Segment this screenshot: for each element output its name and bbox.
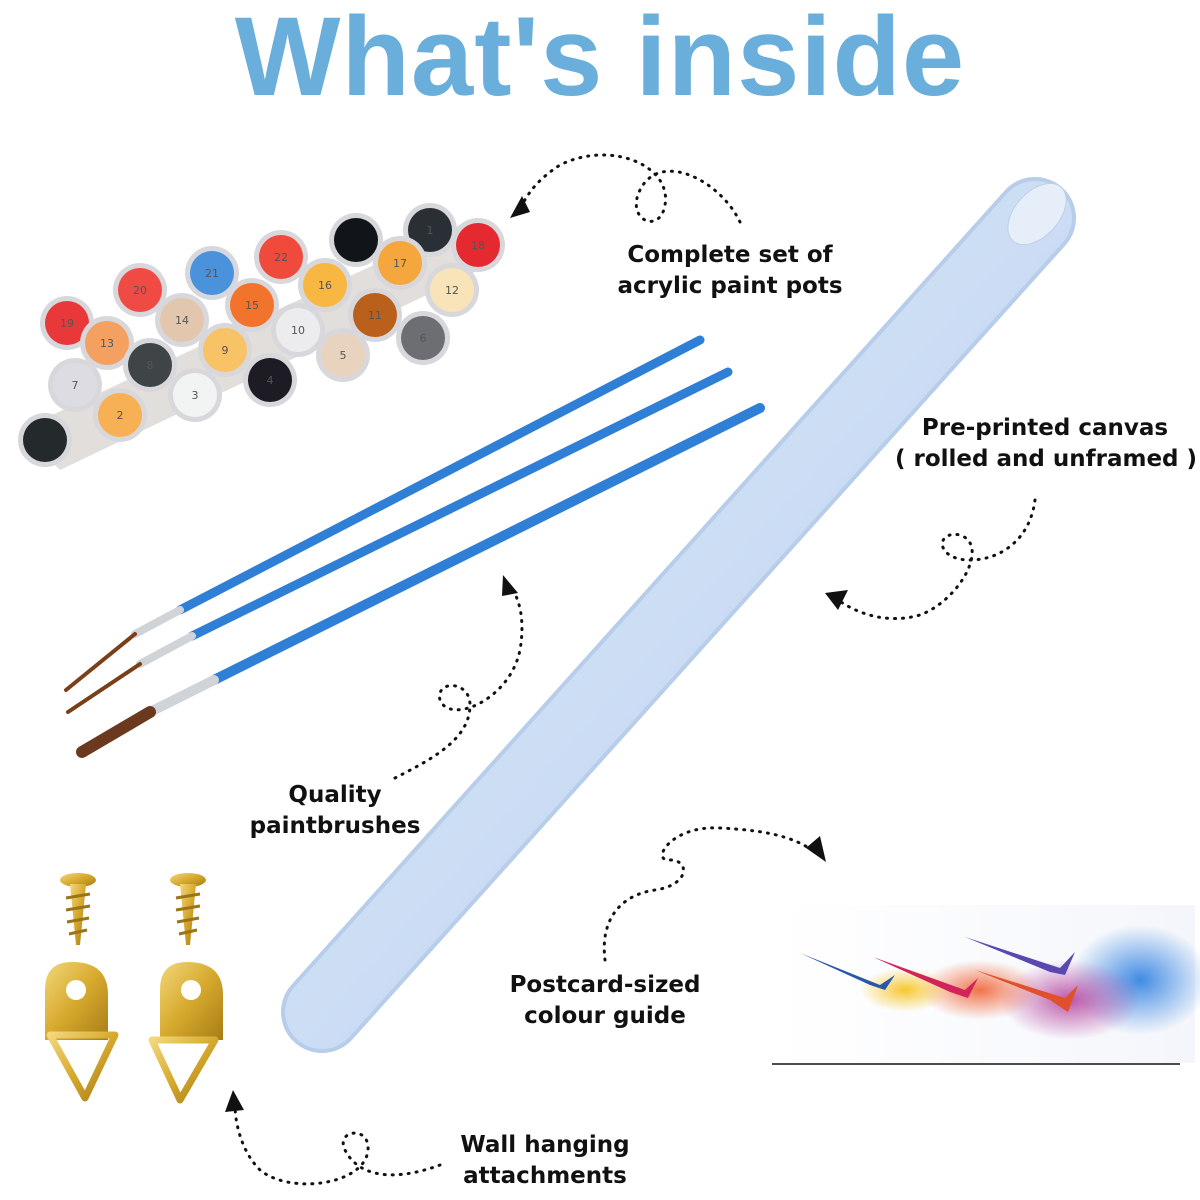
paintbrush-2 (66, 367, 733, 714)
paint-pot-color (408, 208, 452, 252)
paint-pot-number: 17 (393, 257, 407, 270)
arrowhead-icon (825, 590, 848, 610)
paint-pot-number: 7 (72, 379, 79, 392)
label-line: attachments (463, 1163, 627, 1189)
paint-pot-number: 8 (147, 359, 154, 372)
paint-pot-color (128, 343, 172, 387)
dotted-arrow-brushes (393, 583, 524, 780)
paint-pot-color (98, 393, 142, 437)
paint-pot-color (259, 235, 303, 279)
screw-1 (60, 873, 96, 945)
paint-pot-color (321, 333, 365, 377)
paint-pot-color (45, 301, 89, 345)
page-title: What's inside (234, 0, 966, 119)
paint-pot-number: 14 (175, 314, 189, 327)
paint-pot-number: 6 (420, 332, 427, 345)
paint-pot-color (378, 241, 422, 285)
paint-pot-number: 3 (192, 389, 199, 402)
label-line: ( rolled and unframed ) (895, 446, 1198, 472)
arrowhead-icon (510, 196, 530, 218)
paint-pot-number: 1 (427, 224, 434, 237)
paint-pot-number: 11 (368, 309, 382, 322)
paintbrushes (64, 335, 765, 758)
paint-pot-number: 2 (117, 409, 124, 422)
paint-pot-color (118, 268, 162, 312)
label-line: Pre-printed canvas (921, 415, 1169, 441)
paint-pot-number: 18 (471, 239, 485, 252)
wall-hanging-hardware (45, 873, 223, 1104)
label-line: acrylic paint pots (617, 273, 843, 299)
paint-pot-number: 15 (245, 299, 259, 312)
d-ring-hanger-1 (45, 962, 119, 1102)
paint-pot-color (248, 358, 292, 402)
arrowhead-icon (225, 1090, 244, 1112)
colour-guide-postcard (772, 905, 1200, 1065)
label-line: colour guide (524, 1003, 686, 1029)
d-ring-hanger-2 (148, 962, 223, 1104)
paint-pot-number: 19 (60, 317, 74, 330)
label-line: paintbrushes (249, 813, 421, 839)
paint-pot-color (456, 223, 500, 267)
paint-pot-number: 9 (222, 344, 229, 357)
paint-pot-color (53, 363, 97, 407)
paint-pot-color (203, 328, 247, 372)
paint-pot-color (276, 308, 320, 352)
label-line: Wall hanging (460, 1132, 630, 1158)
paint-pot-color (160, 298, 204, 342)
label-hanging: Wall hanging attachments (440, 1130, 650, 1192)
paint-pot-number: 13 (100, 337, 114, 350)
label-line: Postcard-sized (509, 972, 701, 998)
label-line: Complete set of (627, 242, 833, 268)
paint-pot-color (401, 316, 445, 360)
dotted-arrow-paint-pots (520, 153, 742, 224)
paintbrush-3 (76, 403, 765, 758)
dotted-arrow-colour-guide (602, 826, 814, 962)
arrowheads (225, 196, 848, 1112)
paint-pot-color (190, 251, 234, 295)
rolled-canvas (281, 177, 1076, 1053)
paint-pot-number: 5 (340, 349, 347, 362)
paint-pot-number: 10 (291, 324, 305, 337)
paint-pot-number: 21 (205, 267, 219, 280)
paint-pot-color (353, 293, 397, 337)
paint-pot-color (430, 268, 474, 312)
paint-pot-number: 16 (318, 279, 332, 292)
paintbrush-1 (64, 335, 705, 692)
paint-pot-number: 12 (445, 284, 459, 297)
paint-pot-number: 22 (274, 251, 288, 264)
label-canvas: Pre-printed canvas ( rolled and unframed… (895, 413, 1198, 475)
paint-pot-number: 20 (133, 284, 147, 297)
paint-pot-number: 4 (267, 374, 274, 387)
label-colour-guide: Postcard-sized colour guide (490, 970, 720, 1032)
arrowhead-icon (502, 575, 518, 596)
paint-pot-color (303, 263, 347, 307)
screw-2 (170, 873, 206, 945)
arrowhead-icon (806, 836, 826, 862)
paint-pot-set: 19 20 21 22 1 18 13 14 15 16 17 12 8 9 10 11 6 7 3 4 5 2 (18, 203, 505, 470)
paint-pot-color (173, 373, 217, 417)
label-brushes: Quality paintbrushes (240, 780, 430, 842)
dotted-arrow-canvas (836, 498, 1037, 620)
paint-pot-color (334, 218, 378, 262)
paint-pot-color (85, 321, 129, 365)
paint-pot-color (23, 418, 67, 462)
dotted-arrow-hanging (233, 1103, 442, 1186)
paint-pot-color (230, 283, 274, 327)
label-paint-pots: Complete set of acrylic paint pots (600, 240, 860, 302)
label-line: Quality (288, 782, 382, 808)
